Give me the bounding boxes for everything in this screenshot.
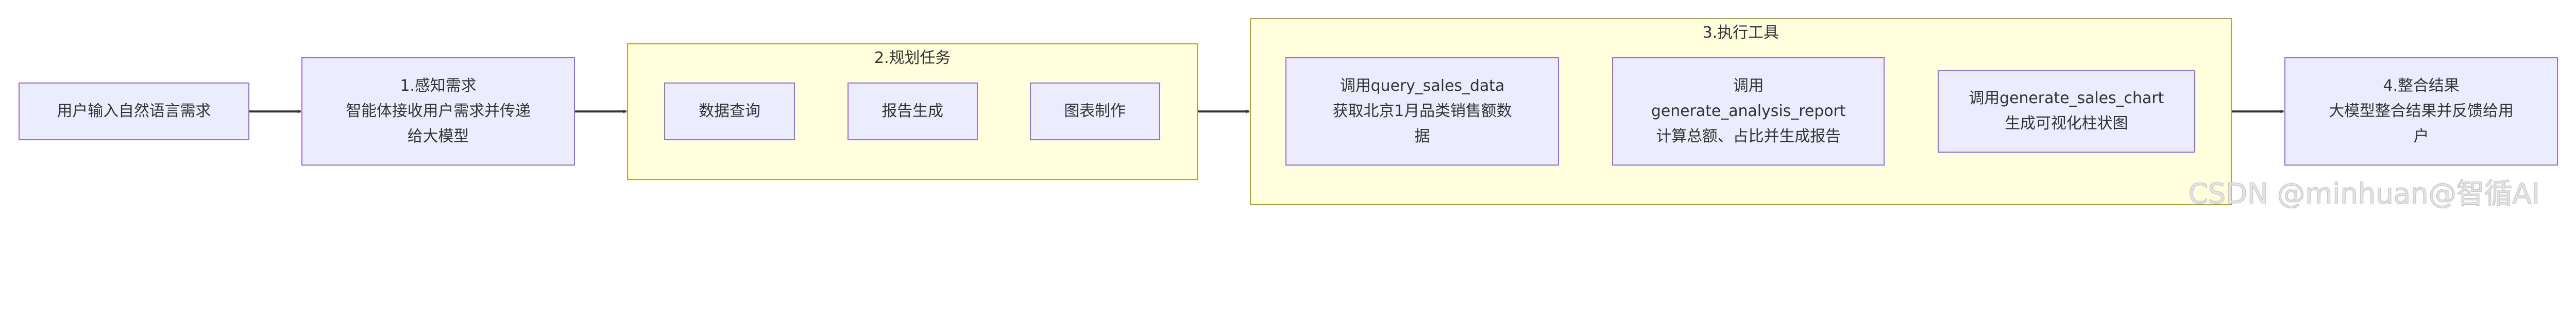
node-integrate: 4.整合结果 大模型整合结果并反馈给用 户 [2284, 57, 2558, 166]
node-chart-making: 图表制作 [1029, 83, 1160, 140]
node-text: 调用query_sales_data [1340, 76, 1505, 95]
node-title: 4.整合结果 [2383, 76, 2460, 95]
node-text: 计算总额、占比并生成报告 [1656, 127, 1841, 145]
node-text: 调用 [1733, 76, 1764, 95]
group-title: 3.执行工具 [1702, 24, 1779, 42]
node-text: 大模型整合结果并反馈给用 [2329, 102, 2514, 120]
node-text: 数据查询 [699, 102, 760, 120]
node-generate-analysis-report: 调用 generate_analysis_report 计算总额、占比并生成报告 [1612, 57, 1885, 166]
node-query-sales-data: 调用query_sales_data 获取北京1月品类销售额数 据 [1285, 57, 1560, 166]
node-text: 用户输入自然语言需求 [57, 102, 211, 120]
node-perceive: 1.感知需求 智能体接收用户需求并传递 给大模型 [301, 57, 575, 166]
node-text: 获取北京1月品类销售额数 [1332, 102, 1512, 120]
node-text: 据 [1414, 127, 1430, 145]
node-text: 报告生成 [882, 102, 943, 120]
node-text: 生成可视化柱状图 [2005, 114, 2128, 133]
node-user-input: 用户输入自然语言需求 [19, 83, 249, 140]
flow-edges [249, 109, 2284, 113]
node-text: 户 [2413, 127, 2429, 145]
node-data-query: 数据查询 [664, 83, 795, 140]
node-generate-sales-chart: 调用generate_sales_chart 生成可视化柱状图 [1938, 70, 2195, 153]
node-text: 智能体接收用户需求并传递 [346, 102, 531, 120]
group-title: 2.规划任务 [874, 49, 951, 68]
node-text: 调用generate_sales_chart [1969, 89, 2164, 108]
node-text: 给大模型 [407, 127, 469, 145]
watermark: CSDN @minhuan@智循AI [2188, 177, 2540, 210]
node-text: 图表制作 [1064, 102, 1126, 120]
node-text: generate_analysis_report [1651, 102, 1846, 120]
node-title: 1.感知需求 [400, 76, 477, 95]
node-report-generation: 报告生成 [847, 83, 978, 140]
